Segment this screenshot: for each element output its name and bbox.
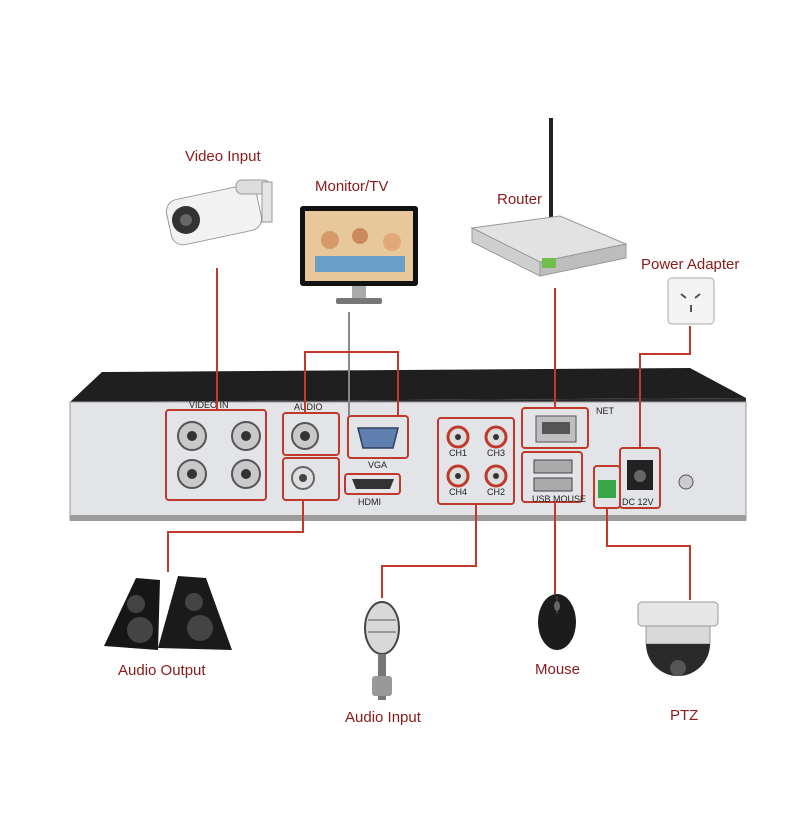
- label-vga-port: VGA: [368, 460, 387, 470]
- label-monitor-tv: Monitor/TV: [315, 178, 389, 195]
- ptz-camera-icon: [637, 601, 719, 676]
- label-ch1: CH1: [449, 448, 467, 458]
- speakers-icon: [104, 576, 232, 650]
- label-audio-port: AUDIO: [294, 402, 323, 412]
- router-icon: [470, 118, 628, 277]
- dvr-bottom-edge: [70, 515, 746, 521]
- label-router: Router: [497, 191, 543, 208]
- label-audio-output: Audio Output: [118, 662, 206, 679]
- vga-hdmi-ports: [344, 415, 409, 495]
- line-ptz: [606, 508, 691, 600]
- label-dc-port: DC 12V: [622, 497, 654, 507]
- usb-port-2: [533, 477, 573, 492]
- vga-box: [347, 415, 409, 459]
- label-hdmi-port: HDMI: [358, 497, 381, 507]
- net-usb-ports: [521, 407, 589, 503]
- hdmi-port: [352, 479, 394, 489]
- monitor-icon: [300, 206, 418, 304]
- audio-channel-ports: [437, 417, 515, 505]
- usb-box: [521, 451, 583, 503]
- mouse-icon: [538, 594, 576, 650]
- label-ch2: CH2: [487, 487, 505, 497]
- line-audio-output: [167, 500, 304, 572]
- audio-out-box: [282, 457, 340, 501]
- line-video-out: [304, 351, 399, 416]
- microphone-icon: [364, 601, 400, 700]
- connector-lines: [167, 268, 691, 600]
- dvr-top-cover: [70, 368, 746, 402]
- bullet-camera-icon: [165, 179, 273, 246]
- label-net-port: NET: [596, 406, 615, 416]
- vga-port: [357, 427, 399, 449]
- video-in-ports: [165, 409, 267, 501]
- video-out-audio-ports: [282, 412, 340, 501]
- label-mouse: Mouse: [535, 661, 581, 678]
- ground-screw: [678, 474, 694, 490]
- rs485-terminal: [598, 480, 616, 498]
- label-ch4: CH4: [449, 487, 467, 497]
- hdmi-box: [344, 473, 401, 495]
- video-out-box: [282, 412, 340, 456]
- line-power: [639, 326, 691, 448]
- usb-port-1: [533, 459, 573, 474]
- label-ptz: PTZ: [670, 707, 699, 724]
- label-audio-input: Audio Input: [345, 709, 421, 726]
- label-power-adapter: Power Adapter: [641, 256, 740, 273]
- label-video-input: Video Input: [185, 148, 261, 165]
- label-usb-port: USB MOUSE: [532, 494, 586, 504]
- line-audio-input: [381, 504, 477, 598]
- label-ch3: CH3: [487, 448, 505, 458]
- power-outlet-icon: [667, 277, 715, 325]
- label-video-in-port: VIDEO IN: [189, 400, 229, 410]
